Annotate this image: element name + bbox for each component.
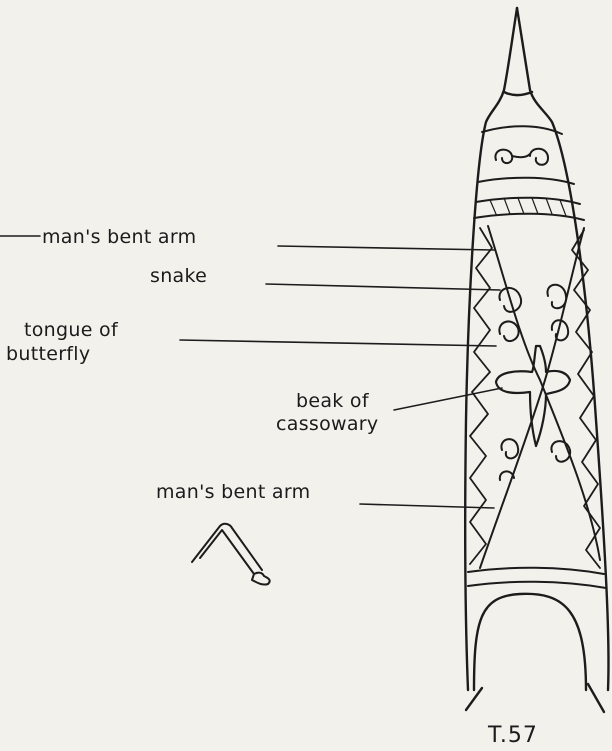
label-tongue-line-2: butterfly	[6, 343, 90, 365]
label-mans-bent-arm-bottom: man's bent arm	[156, 481, 310, 503]
right-zigzag	[572, 230, 600, 568]
bottom-arch	[466, 594, 604, 712]
label-beak-line-1: beak of	[296, 390, 370, 412]
label-beak-line-2: cassowary	[276, 413, 378, 435]
cassowary-beak	[496, 346, 570, 446]
label-snake: snake	[150, 265, 207, 287]
shield-outline	[465, 8, 608, 690]
bent-arm-sketch	[192, 524, 270, 585]
label-tongue-line-1: tongue of	[24, 319, 119, 341]
catalog-number: T.57	[487, 723, 538, 748]
leader-lines	[0, 236, 502, 508]
left-zigzag	[470, 228, 492, 564]
label-mans-bent-arm-top: man's bent arm	[42, 226, 196, 248]
shield-bands	[468, 126, 606, 588]
top-spirals	[495, 149, 548, 165]
